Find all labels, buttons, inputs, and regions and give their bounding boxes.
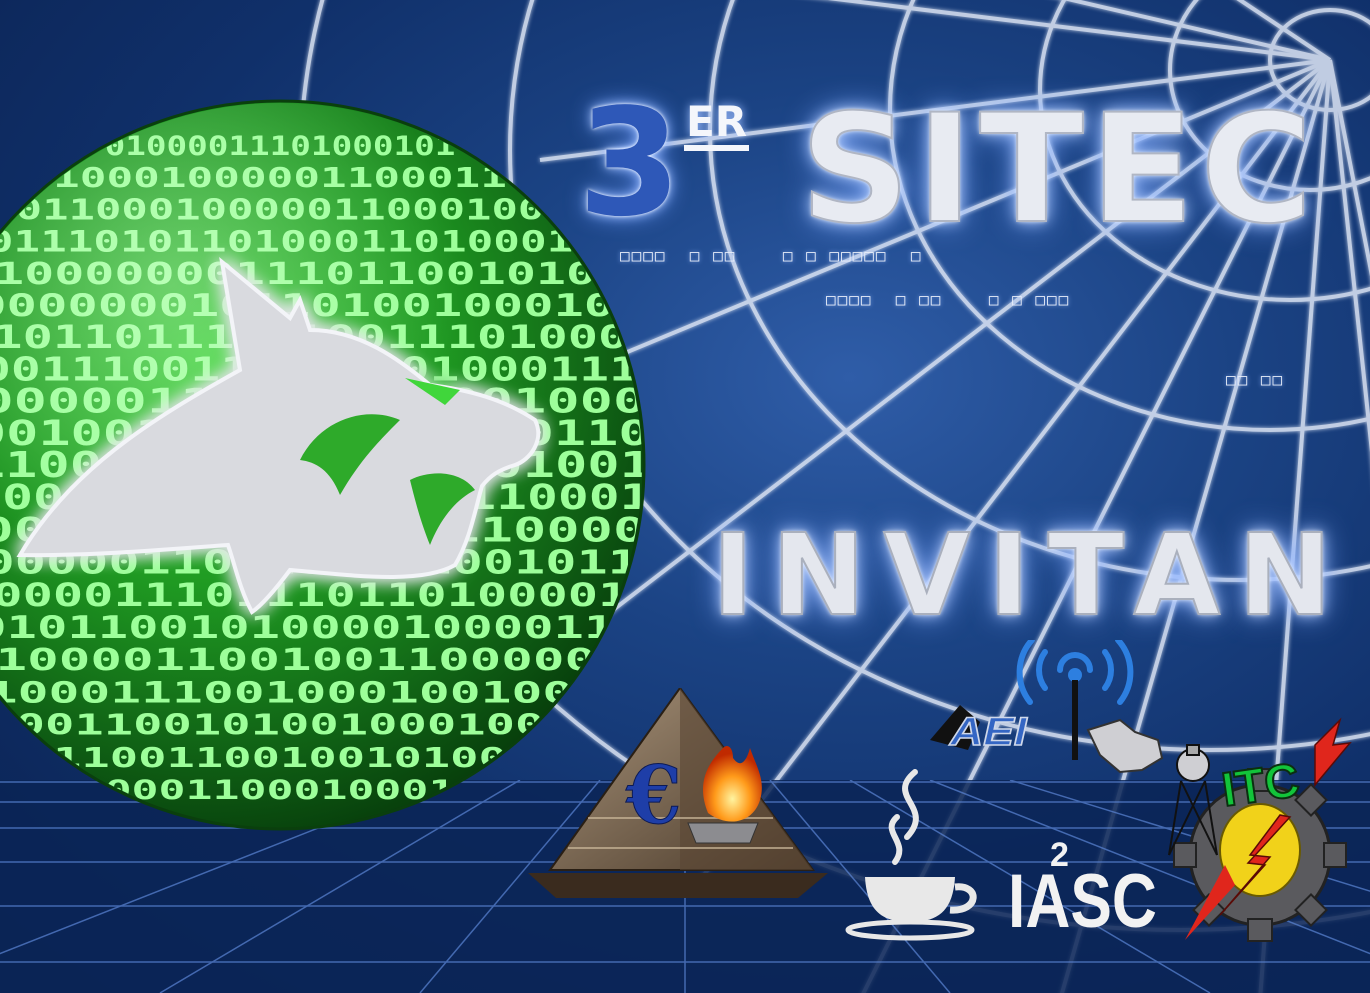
title-ordinal: ER (684, 101, 750, 151)
aei-label: AEI (949, 710, 1027, 754)
iasc-label: IASC (1008, 859, 1157, 944)
pyramid-flame-logo-icon: € (528, 688, 828, 898)
subtitle-line-1: □□□□ □ □□ □ □ □□□□□ □ (620, 246, 923, 265)
coffee-cup-logo-icon (845, 769, 977, 941)
subtitle-line-2: □□□□ □ □□ □ □ □□□ (826, 290, 1071, 309)
wifi-hand-logo-icon (930, 640, 1164, 774)
gear-tower-logo-icon (1168, 717, 1352, 942)
binary-globe: 0100001110100010110001000001100011011000… (0, 99, 646, 831)
iasc-superscript: 2 (1050, 836, 1069, 874)
title-name: SITEC (799, 83, 1319, 257)
svg-text:€: € (625, 748, 682, 842)
title-number: 3 (578, 77, 681, 249)
invite-word: INVITAN (711, 511, 1350, 641)
subtitle-line-3: □□ □□ (1226, 370, 1285, 389)
panther-head-icon (16, 257, 541, 615)
event-title: 3 ER SITEC (572, 83, 1332, 257)
itc-label: ITC (1218, 753, 1304, 818)
